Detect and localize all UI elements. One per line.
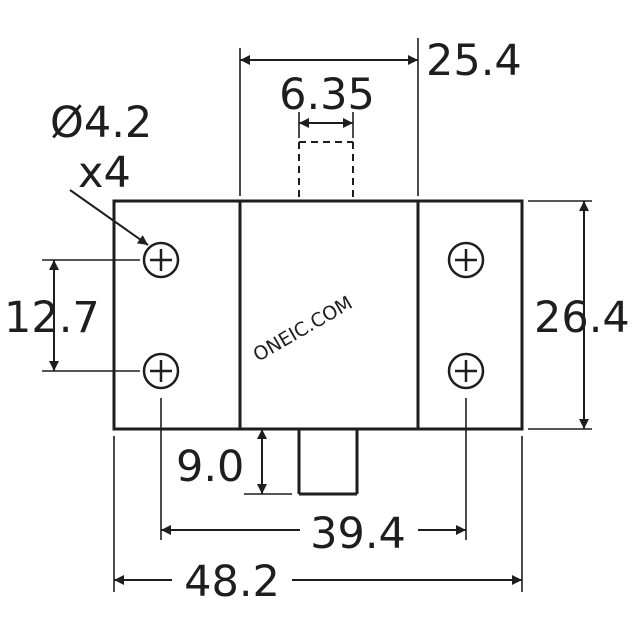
label-terminal-length: 9.0	[176, 442, 244, 492]
label-top-block-width: 25.4	[426, 36, 522, 86]
bottom-terminal	[297, 429, 359, 496]
label-overall-height: 26.4	[534, 293, 630, 343]
device-body	[112, 199, 524, 431]
label-hole-pitch-horizontal: 39.4	[310, 509, 406, 559]
extension-lines	[42, 38, 592, 592]
dimension-lines	[49, 55, 589, 585]
watermark: ONEIC.COM	[250, 292, 357, 366]
mounting-hole-icon	[142, 241, 180, 279]
mounting-hole-icon	[142, 352, 180, 390]
label-hole-pitch-vertical: 12.7	[4, 293, 100, 343]
mounting-hole-icon	[447, 241, 485, 279]
top-terminal-hidden	[298, 141, 354, 201]
mounting-hole-icon	[447, 352, 485, 390]
label-overall-width: 48.2	[184, 557, 280, 607]
label-hole-count: x4	[78, 148, 131, 198]
mounting-holes	[142, 241, 485, 390]
label-terminal-width: 6.35	[279, 70, 375, 120]
label-hole-diameter: Ø4.2	[50, 98, 152, 148]
hole-leader-line	[69, 189, 149, 246]
body-outline	[112, 199, 524, 431]
